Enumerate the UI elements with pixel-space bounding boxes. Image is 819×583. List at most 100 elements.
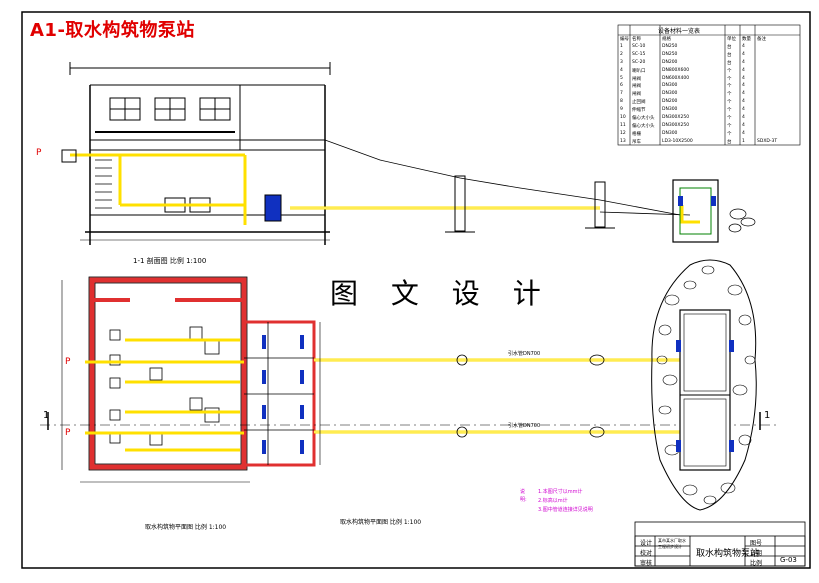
materials-table-cell: DN300 <box>662 91 678 97</box>
p-marker-plan-lower: P <box>65 428 71 438</box>
materials-table-header: 名称 <box>632 37 641 42</box>
tb-drawing-name: 取水构筑物泵站 <box>696 549 760 559</box>
materials-table-cell: 闸阀 <box>632 84 641 90</box>
notes-item: 2.标高以m计 <box>538 498 568 504</box>
materials-table-cell: 3 <box>620 59 623 65</box>
materials-table-cell: 4 <box>742 43 745 49</box>
materials-table-cell: 4 <box>742 107 745 113</box>
materials-table-cell: 4 <box>742 75 745 81</box>
materials-table-cell: DN300X250 <box>662 115 690 120</box>
materials-table-cell: 4 <box>742 59 745 65</box>
materials-table-cell: 4 <box>742 51 745 57</box>
materials-table-cell: 2 <box>620 51 623 57</box>
watermark-text: 图 文 设 计 <box>330 277 553 310</box>
materials-table-cell: 台 <box>727 60 732 66</box>
tb-left-row: 设计 <box>640 540 653 547</box>
materials-table-cell: 4 <box>742 130 745 136</box>
materials-table-cell: DN200 <box>662 59 678 65</box>
tb-left-row: 审核 <box>640 560 653 567</box>
materials-table-cell: DN250 <box>662 51 678 57</box>
materials-table-cell: 个 <box>727 100 732 106</box>
tb-col-label: 比例 <box>750 560 763 567</box>
materials-table-cell: 偏心大小头 <box>632 116 655 121</box>
materials-table-header: 单位 <box>727 37 736 42</box>
p-marker-plan-upper: P <box>65 357 71 367</box>
materials-table-cell: 闸阀 <box>632 92 641 98</box>
materials-table-cell: 个 <box>727 92 732 98</box>
materials-table-cell: 6 <box>620 83 623 89</box>
materials-table-cell: 个 <box>727 76 732 82</box>
materials-table-cell: 台 <box>727 44 732 50</box>
materials-table-cell: 4 <box>742 122 745 128</box>
materials-table-cell: 个 <box>727 131 732 137</box>
materials-table-cell: 台 <box>727 139 732 145</box>
plan-label-1: 取水构筑物平面图 比例 1:100 <box>145 524 227 531</box>
materials-table-cell: DN300X250 <box>662 122 690 128</box>
materials-table-cell: 1 <box>620 43 623 49</box>
materials-table-cell: 个 <box>727 116 732 121</box>
materials-table-header: 编号 <box>620 37 629 42</box>
materials-table-cell: 吊车 <box>632 139 641 145</box>
materials-table-cell: 个 <box>727 108 732 114</box>
materials-table-cell: DN250 <box>662 43 678 49</box>
materials-table-cell: SC-10 <box>632 43 646 49</box>
materials-table-cell: 个 <box>727 123 732 129</box>
materials-table-cell: LD3-10X2500 <box>662 138 693 144</box>
notes-item: 1.本图尺寸以mm计 <box>538 489 583 495</box>
plan-view <box>40 276 780 483</box>
materials-table-cell: 止回阀 <box>632 100 646 106</box>
materials-table-cell: 偏心大小头 <box>632 123 655 129</box>
materials-table-cell: DN800X600 <box>662 67 690 73</box>
pipe-label-upper: 引水管DN700 <box>508 351 541 357</box>
p-marker-section: P <box>36 148 42 158</box>
materials-table-cell: SDXD-3T <box>757 138 778 144</box>
materials-table-grid <box>617 24 801 146</box>
notes-item: 3.图中管道连接详见说明 <box>538 507 593 513</box>
section-view <box>61 62 756 245</box>
notes-heading: 说明: <box>520 489 527 503</box>
materials-table-cell: DN600X400 <box>662 75 690 81</box>
section-marker-right: 1 <box>764 410 771 421</box>
materials-table-cell: 4 <box>742 67 745 73</box>
section-label: 1-1 剖面图 比例 1:100 <box>133 257 207 265</box>
materials-table-cell: 13 <box>620 138 626 144</box>
materials-table-cell: 个 <box>727 68 732 74</box>
intake-head-plan <box>651 259 757 511</box>
materials-table-cell: 4 <box>742 99 745 105</box>
drawing-title: A1-取水构筑物泵站 <box>30 20 195 41</box>
materials-table-cell: 喇叭口 <box>632 68 646 74</box>
section-marker-left: 1 <box>43 410 50 421</box>
materials-table-cell: 4 <box>742 83 745 89</box>
materials-table-cell: 7 <box>620 91 623 97</box>
materials-table-cell: 5 <box>620 75 623 81</box>
materials-table-cell: 个 <box>727 84 732 90</box>
materials-table-cell: 闸阀 <box>632 76 641 82</box>
materials-table-title: 设备材料一览表 <box>658 28 701 35</box>
materials-table-cell: SC-20 <box>632 59 646 65</box>
materials-table-cell: 台 <box>727 52 732 58</box>
materials-table-header: 规格 <box>662 37 671 42</box>
tb-sheet-no: G-03 <box>780 556 797 564</box>
materials-table-cell: 格栅 <box>632 131 641 137</box>
title-block-grid <box>634 521 806 567</box>
materials-table-cell: 12 <box>620 130 626 136</box>
materials-table-cell: 4 <box>742 91 745 97</box>
tb-project: 某市某水厂取水工程初步设计 <box>658 538 686 549</box>
materials-table-cell: 4 <box>742 115 745 120</box>
materials-table-cell: 11 <box>620 122 626 128</box>
materials-table-cell: 8 <box>620 99 623 105</box>
materials-table-cell: DN300 <box>662 130 678 136</box>
tb-col-label: 日期 <box>750 550 763 557</box>
materials-table-header: 数量 <box>742 37 751 42</box>
materials-table-cell: 伸缩节 <box>632 108 646 114</box>
materials-table-cell: 1 <box>742 138 745 144</box>
materials-table-header: 备注 <box>757 37 766 42</box>
sheet-border <box>21 11 811 569</box>
materials-table-cell: DN200 <box>662 99 678 105</box>
materials-table-cell: SC-15 <box>632 51 646 57</box>
materials-table-cell: 10 <box>620 115 626 120</box>
materials-table-cell: DN300 <box>662 107 678 113</box>
